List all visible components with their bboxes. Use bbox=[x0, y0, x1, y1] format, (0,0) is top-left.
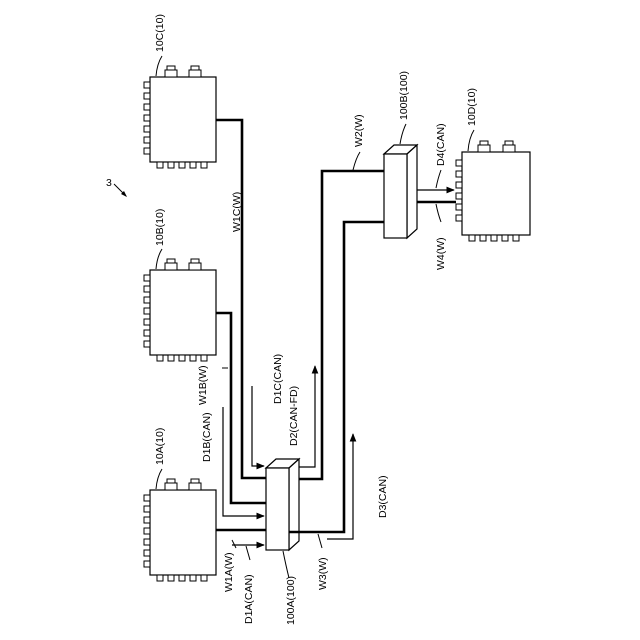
line-d2 bbox=[299, 366, 315, 467]
label-w1c-text: W1C(W) bbox=[231, 192, 243, 232]
label-w1a-text: W1A(W) bbox=[223, 552, 235, 592]
label-d1c-text: D1C(CAN) bbox=[272, 354, 284, 404]
ecu-10a-label-text: 10A(10) bbox=[154, 428, 166, 465]
line-w3 bbox=[289, 222, 384, 532]
label-d4-text: D4(CAN) bbox=[435, 123, 447, 166]
system-label: 3 bbox=[106, 177, 127, 197]
label-w3-text: W3(W) bbox=[317, 557, 329, 590]
label-w4: W4(W) bbox=[435, 204, 447, 270]
label-d2: D2(CAN-FD) bbox=[288, 386, 300, 446]
relay-100a bbox=[266, 459, 299, 550]
label-w1c: W1C(W) bbox=[231, 192, 243, 232]
label-d1a: D1A(CAN) bbox=[243, 546, 255, 624]
relay-100a-label-text: 100A(100) bbox=[285, 576, 297, 625]
line-d3 bbox=[327, 434, 353, 539]
ecu-10a bbox=[144, 479, 216, 581]
label-d1b: D1B(CAN) bbox=[201, 412, 213, 462]
label-w3: W3(W) bbox=[317, 534, 329, 590]
relay-100b-label: 100B(100) bbox=[398, 71, 410, 144]
ecu-10c-label-text: 10C(10) bbox=[154, 14, 166, 52]
label-d1c: D1C(CAN) bbox=[272, 354, 284, 404]
ecu-10b-label: 10B(10) bbox=[154, 209, 166, 269]
label-w4-text: W4(W) bbox=[435, 237, 447, 270]
relay-100b-label-text: 100B(100) bbox=[398, 71, 410, 120]
ecu-10b bbox=[144, 259, 216, 361]
system-label-text: 3 bbox=[106, 177, 112, 189]
label-d2-text: D2(CAN-FD) bbox=[288, 386, 300, 446]
relay-100b bbox=[384, 145, 417, 238]
ecu-10d-label-text: 10D(10) bbox=[466, 88, 478, 126]
label-d3-text: D3(CAN) bbox=[377, 475, 389, 518]
ecu-10d bbox=[456, 141, 530, 241]
label-d1a-text: D1A(CAN) bbox=[243, 574, 255, 624]
label-w1a: W1A(W) bbox=[223, 540, 236, 592]
ecu-10c bbox=[144, 66, 216, 168]
label-d4: D4(CAN) bbox=[435, 123, 447, 188]
ecu-10b-label-text: 10B(10) bbox=[154, 209, 166, 246]
line-d1b bbox=[223, 407, 264, 516]
ecu-10d-label: 10D(10) bbox=[466, 88, 478, 151]
label-w1b-text: W1B(W) bbox=[197, 365, 209, 405]
line-d1c bbox=[252, 386, 264, 466]
label-w1b: W1B(W) bbox=[197, 365, 228, 405]
line-w2 bbox=[299, 171, 384, 479]
ecu-10c-label: 10C(10) bbox=[154, 14, 166, 76]
label-d3: D3(CAN) bbox=[377, 475, 389, 518]
label-d1b-text: D1B(CAN) bbox=[201, 412, 213, 462]
relay-100a-label: 100A(100) bbox=[283, 551, 297, 625]
ecu-10a-label: 10A(10) bbox=[154, 428, 166, 489]
label-w2-text: W2(W) bbox=[353, 114, 365, 147]
label-w2: W2(W) bbox=[353, 114, 365, 170]
